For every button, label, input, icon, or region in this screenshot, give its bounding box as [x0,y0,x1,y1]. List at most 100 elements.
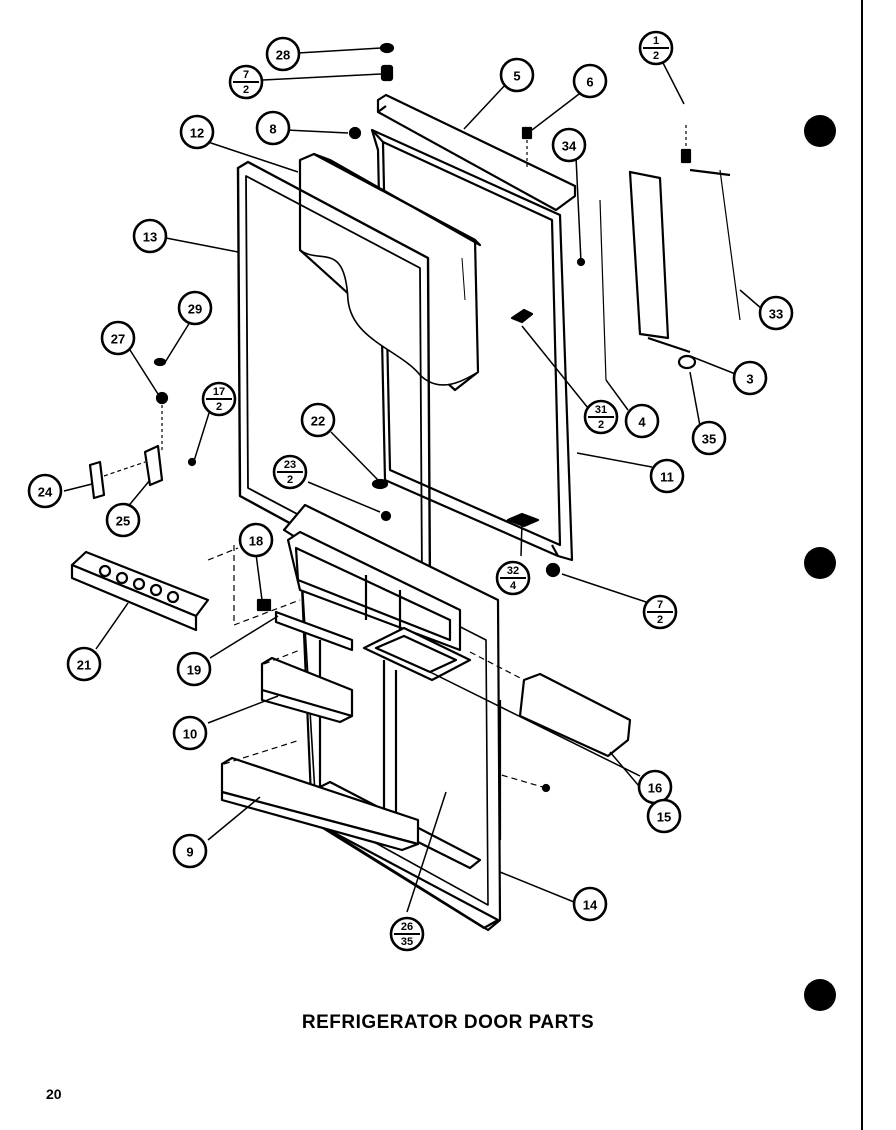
callout-circle [691,420,727,456]
callout-label: 35 [702,432,716,447]
callout-3: 3 [732,360,768,396]
callout-denominator: 2 [598,419,604,431]
callout-label: 25 [116,514,130,529]
callout-16: 16 [637,769,673,805]
callout-34: 34 [551,127,587,163]
callout-circle [649,458,685,494]
callout-label: 14 [583,898,598,913]
callout-7-2-bottom: 72 [642,594,678,630]
callout-label: 8 [269,122,276,137]
callout-circle [177,290,213,326]
callout-label: 18 [249,534,263,549]
callout-label: 22 [311,414,325,429]
callout-numerator: 32 [507,565,519,577]
callout-label: 6 [586,75,593,90]
callout-label: 11 [660,470,674,485]
callout-9: 9 [172,833,208,869]
callout-29: 29 [177,290,213,326]
callout-denominator: 2 [287,474,293,486]
callout-label: 27 [111,332,125,347]
callout-13: 13 [132,218,168,254]
callout-label: 9 [186,845,193,860]
callout-label: 21 [77,658,91,673]
callout-label: 15 [657,810,671,825]
freezer-door-assembly [88,42,741,596]
callout-label: 12 [190,126,204,141]
diagram-title: REFRIGERATOR DOOR PARTS [301,1012,595,1033]
callout-11: 11 [649,458,685,494]
callout-label: 13 [143,230,157,245]
callout-circle [265,36,301,72]
callout-circle [300,402,336,438]
callout-denominator: 2 [243,84,249,96]
callout-denominator: 2 [653,50,659,62]
callout-33: 33 [758,295,794,331]
callout-14: 14 [572,886,608,922]
callout-6: 6 [572,63,608,99]
callout-31-2: 312 [583,399,619,435]
callout-circle [499,57,535,93]
callout-8: 8 [255,110,291,146]
callout-27: 27 [100,320,136,356]
callout-1-2: 12 [638,30,674,66]
leader-lines [63,47,763,913]
callout-numerator: 1 [653,35,659,47]
callout-19: 19 [176,651,212,687]
callout-28: 28 [265,36,301,72]
callout-35: 35 [691,420,727,456]
callout-circle [255,110,291,146]
callout-denominator: 2 [216,401,222,413]
callout-circle [132,218,168,254]
callout-circle [66,646,102,682]
callout-label: 5 [513,69,520,84]
callout-numerator: 26 [401,921,413,933]
callout-23-2: 232 [272,454,308,490]
callout-circle [551,127,587,163]
callout-25: 25 [105,502,141,538]
callout-label: 16 [648,781,662,796]
callout-12: 12 [179,114,215,150]
callout-5: 5 [499,57,535,93]
binder-hole-top [804,115,836,147]
binder-hole-middle [804,547,836,579]
callout-numerator: 31 [595,404,607,416]
callout-numerator: 7 [657,599,663,611]
callout-21: 21 [66,646,102,682]
callout-circle [179,114,215,150]
callout-circle [172,715,208,751]
callout-circle [176,651,212,687]
callout-label: 4 [638,415,646,430]
callout-circle [105,502,141,538]
callout-circle [27,473,63,509]
callout-label: 33 [769,307,783,322]
callout-circle [100,320,136,356]
callout-label: 19 [187,663,201,678]
callout-7-2-top: 72 [228,64,264,100]
binder-hole-bottom [804,979,836,1011]
callout-circle [172,833,208,869]
callout-numerator: 23 [284,459,296,471]
callout-denominator: 35 [401,936,413,948]
callout-24: 24 [27,473,63,509]
callout-denominator: 2 [657,614,663,626]
callout-label: 28 [276,48,290,63]
callout-18: 18 [238,522,274,558]
callout-numerator: 17 [213,386,225,398]
callout-label: 10 [183,727,197,742]
callout-circle [758,295,794,331]
callout-label: 29 [188,302,202,317]
callout-15: 15 [646,798,682,834]
callout-10: 10 [172,715,208,751]
callout-label: 3 [746,372,753,387]
callout-denominator: 4 [510,580,517,592]
callout-22: 22 [300,402,336,438]
callout-circle [624,403,660,439]
callout-numerator: 7 [243,69,249,81]
fresh-food-door-assembly [70,503,632,932]
callout-circle [572,63,608,99]
callout-circle [238,522,274,558]
page-number: 20 [46,1086,62,1102]
